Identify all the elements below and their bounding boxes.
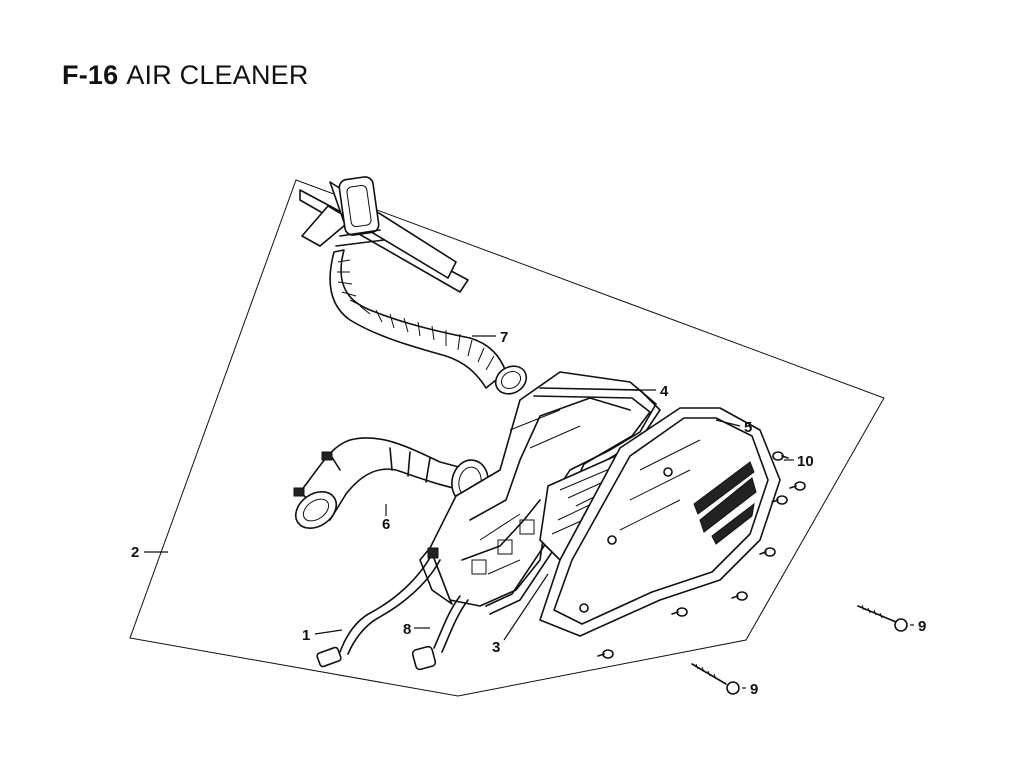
callout-8: 8 [403, 621, 411, 638]
screws-part-10 [597, 451, 806, 659]
callout-4: 4 [660, 383, 669, 400]
callout-5: 5 [744, 419, 752, 436]
callout-6: 6 [382, 516, 390, 533]
callout-9-lower: 9 [750, 681, 758, 698]
figure-code: F-16 [62, 60, 119, 90]
bolts-part-9 [691, 604, 908, 695]
air-cleaner-cover-part-5 [539, 407, 781, 637]
callout-2: 2 [131, 544, 139, 561]
assembly-boundary-outline [129, 179, 885, 697]
callout-9-right: 9 [918, 618, 926, 635]
figure-name: AIR CLEANER [126, 60, 309, 90]
drain-tube-part-8 [411, 595, 469, 671]
callout-10: 10 [797, 453, 814, 470]
leader-lines [144, 335, 914, 689]
drain-tube-part-1 [316, 547, 441, 668]
intake-duct-part-7 [299, 176, 528, 395]
callout-1: 1 [302, 627, 310, 644]
callout-7: 7 [500, 329, 508, 346]
seal-gasket-part-4 [485, 387, 661, 615]
callout-3: 3 [492, 639, 500, 656]
